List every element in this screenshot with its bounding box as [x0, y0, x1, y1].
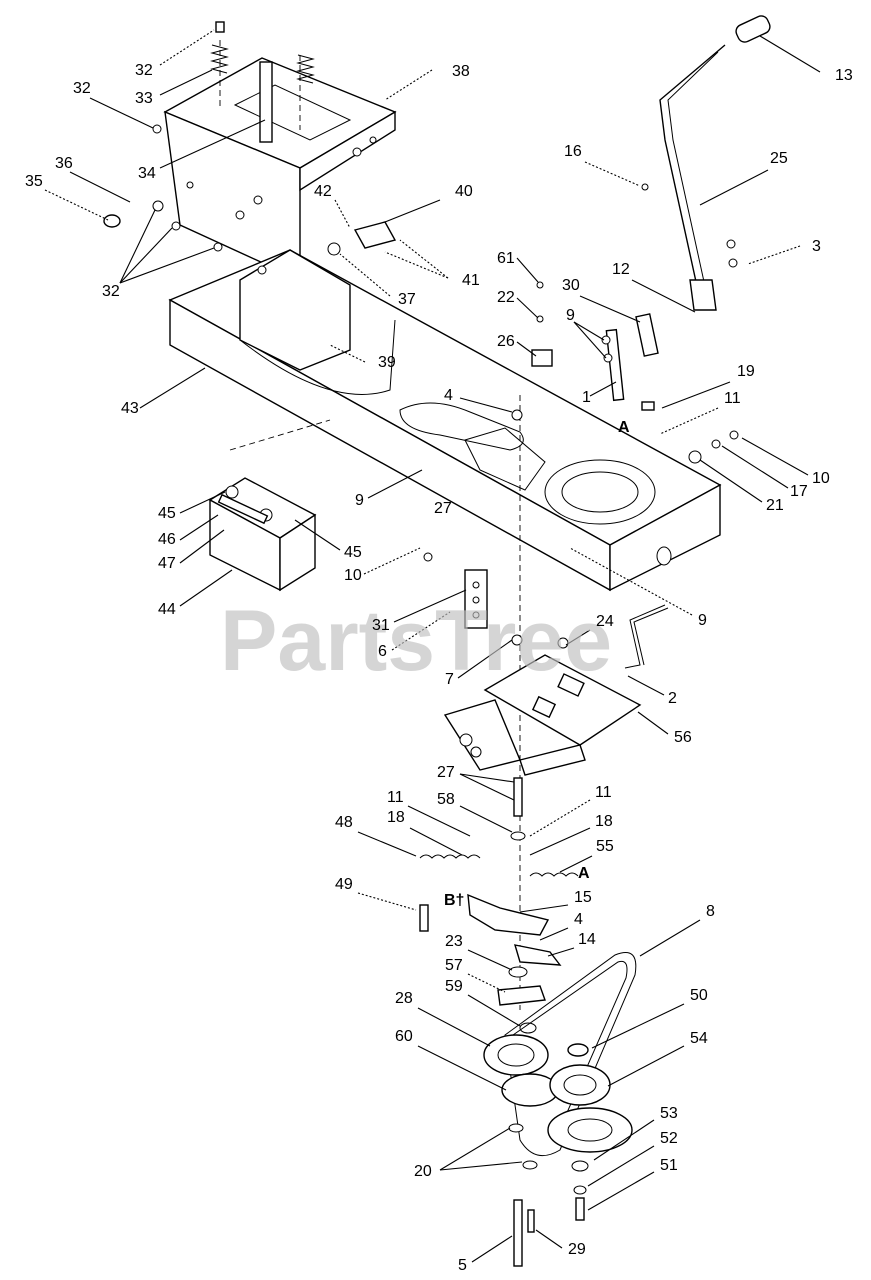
callout-c30: 30	[562, 277, 580, 294]
callout-c4b: 4	[574, 911, 583, 928]
callout-c28: 28	[395, 990, 413, 1007]
callout-c15: 15	[574, 889, 592, 906]
linkage-parts	[601, 313, 659, 411]
callout-c58: 58	[437, 791, 455, 808]
callout-c37: 37	[398, 291, 416, 308]
callout-c51: 51	[660, 1157, 678, 1174]
callout-c9a: 9	[566, 307, 575, 324]
callout-c34: 34	[138, 165, 156, 182]
callout-c9b: 9	[355, 492, 364, 509]
callout-c55: 55	[596, 838, 614, 855]
callout-c2: 2	[668, 690, 677, 707]
callout-c42: 42	[314, 183, 332, 200]
callout-c11a: 11	[724, 390, 741, 407]
callout-cA1: A	[618, 419, 630, 436]
callout-c44: 44	[158, 601, 176, 618]
callout-c49: 49	[335, 876, 353, 893]
small-brackets	[353, 221, 553, 367]
callout-c11b: 11	[387, 789, 404, 806]
callout-c48: 48	[335, 814, 353, 831]
callout-c50: 50	[690, 987, 708, 1004]
callout-c45b: 45	[344, 544, 362, 561]
callout-c22: 22	[497, 289, 515, 306]
seat-box-bracket	[163, 40, 397, 282]
callout-c18a: 18	[387, 809, 405, 826]
callout-c1: 1	[582, 389, 591, 406]
callout-c61: 61	[497, 250, 515, 267]
callout-c8: 8	[706, 903, 715, 920]
callout-c4a: 4	[444, 387, 453, 404]
callout-c39: 39	[378, 354, 396, 371]
callout-c32c: 32	[102, 283, 120, 300]
callout-c59: 59	[445, 978, 463, 995]
callout-c32a: 32	[135, 62, 153, 79]
callout-c40: 40	[455, 183, 473, 200]
callout-c21: 21	[766, 497, 784, 514]
battery	[208, 477, 317, 592]
callout-c16: 16	[564, 143, 582, 160]
callout-c47: 47	[158, 555, 176, 572]
callout-c43: 43	[121, 400, 139, 417]
callout-c26: 26	[497, 333, 515, 350]
callout-c53: 53	[660, 1105, 678, 1122]
callout-c32b: 32	[73, 80, 91, 97]
rod-2	[624, 604, 669, 669]
bracket-31	[464, 569, 488, 629]
spring-part	[210, 21, 315, 84]
callout-c13: 13	[835, 67, 853, 84]
callout-c24: 24	[596, 613, 614, 630]
callout-c54: 54	[690, 1030, 708, 1047]
callout-c38: 38	[452, 63, 470, 80]
callout-c52: 52	[660, 1130, 678, 1147]
shift-lever	[659, 15, 771, 311]
callout-c6: 6	[378, 643, 387, 660]
callout-c45a: 45	[158, 505, 176, 522]
callout-c56: 56	[674, 729, 692, 746]
callout-cA2: A	[578, 865, 590, 882]
callout-c23: 23	[445, 933, 463, 950]
callout-c19: 19	[737, 363, 755, 380]
callout-c3: 3	[812, 238, 821, 255]
callout-c14: 14	[578, 931, 596, 948]
callout-c33: 33	[135, 90, 153, 107]
callout-c27b: 27	[437, 764, 455, 781]
callout-c27a: 27	[434, 500, 452, 517]
callout-cB: B†	[444, 892, 464, 909]
callout-c41: 41	[462, 272, 480, 289]
pivot-plate	[443, 654, 642, 776]
callout-c18b: 18	[595, 813, 613, 830]
callout-c20: 20	[414, 1163, 432, 1180]
callout-c17: 17	[790, 483, 808, 500]
hardware-bits	[103, 124, 739, 649]
lower-linkage	[419, 777, 579, 1034]
callout-c5: 5	[458, 1257, 467, 1274]
main-frame	[168, 249, 722, 1010]
callout-c12: 12	[612, 261, 630, 278]
callout-c35: 35	[25, 173, 43, 190]
callout-c29: 29	[568, 1241, 586, 1258]
callout-c7: 7	[445, 671, 454, 688]
callout-c31: 31	[372, 617, 390, 634]
callout-c9c: 9	[698, 612, 707, 629]
watermark: PartsTree	[220, 593, 612, 689]
leader-lines	[44, 29, 821, 1263]
callout-c46: 46	[158, 531, 176, 548]
callout-c10b: 10	[344, 567, 362, 584]
callout-c60: 60	[395, 1028, 413, 1045]
callout-c25: 25	[770, 150, 788, 167]
callout-c10a: 10	[812, 470, 830, 487]
callout-c36: 36	[55, 155, 73, 172]
callout-c11c: 11	[595, 784, 612, 801]
callout-c57: 57	[445, 957, 463, 974]
